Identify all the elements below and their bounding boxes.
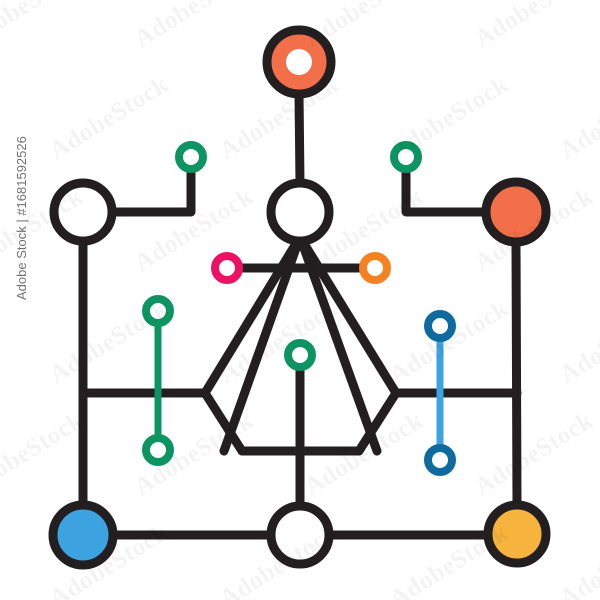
ring-green-top-left[interactable] bbox=[175, 141, 207, 173]
nodes-group bbox=[48, 25, 551, 570]
small-rings-group bbox=[175, 141, 422, 371]
dumbbell-blue-right bbox=[424, 310, 456, 476]
ring-green-middle[interactable] bbox=[284, 339, 316, 371]
node-bottom-left-blue[interactable] bbox=[48, 500, 118, 570]
edges-group bbox=[78, 89, 522, 540]
dumbbells-group bbox=[142, 295, 456, 476]
node-top-orange-ring[interactable] bbox=[262, 25, 336, 99]
node-right-orange-body[interactable] bbox=[481, 177, 551, 247]
edge-right-orange-down bbox=[511, 237, 522, 510]
edge-green-tr-stem bbox=[401, 168, 491, 217]
node-bottom-right-yellow-body[interactable] bbox=[483, 500, 551, 568]
edge-hex-upper-right bbox=[295, 232, 401, 398]
node-center-top-white[interactable] bbox=[266, 178, 334, 246]
node-left-white-body[interactable] bbox=[49, 178, 117, 246]
dumbbell-blue-right-ring-bottom bbox=[424, 444, 456, 476]
edge-triangle-left bbox=[219, 232, 305, 456]
node-bottom-center-white-body[interactable] bbox=[266, 501, 334, 569]
dumbbell-blue-right-ring-top bbox=[424, 310, 456, 342]
node-bottom-center-white[interactable] bbox=[266, 501, 334, 569]
edge-green-tl-stem bbox=[108, 168, 196, 217]
node-left-white[interactable] bbox=[49, 178, 117, 246]
node-bottom-left-blue-body[interactable] bbox=[48, 500, 118, 570]
dumbbell-green-left-ring-top bbox=[142, 295, 174, 327]
edge-hex-lower-left bbox=[200, 388, 247, 456]
edge-triangle-right bbox=[295, 232, 382, 456]
ring-pink-center[interactable] bbox=[211, 252, 243, 284]
ring-orange-center[interactable] bbox=[359, 252, 391, 284]
edge-hex-lower-right bbox=[354, 388, 401, 456]
node-bottom-right-yellow[interactable] bbox=[483, 500, 551, 568]
node-top-orange-ring-hole bbox=[286, 49, 312, 75]
edge-hex-upper-left bbox=[200, 232, 305, 398]
node-center-top-white-body[interactable] bbox=[266, 178, 334, 246]
dumbbell-green-left bbox=[142, 295, 174, 466]
edge-top-orange-to-center bbox=[294, 89, 305, 188]
ring-green-top-right[interactable] bbox=[390, 141, 422, 173]
dumbbell-green-left-ring-bottom bbox=[142, 434, 174, 466]
node-right-orange[interactable] bbox=[481, 177, 551, 247]
